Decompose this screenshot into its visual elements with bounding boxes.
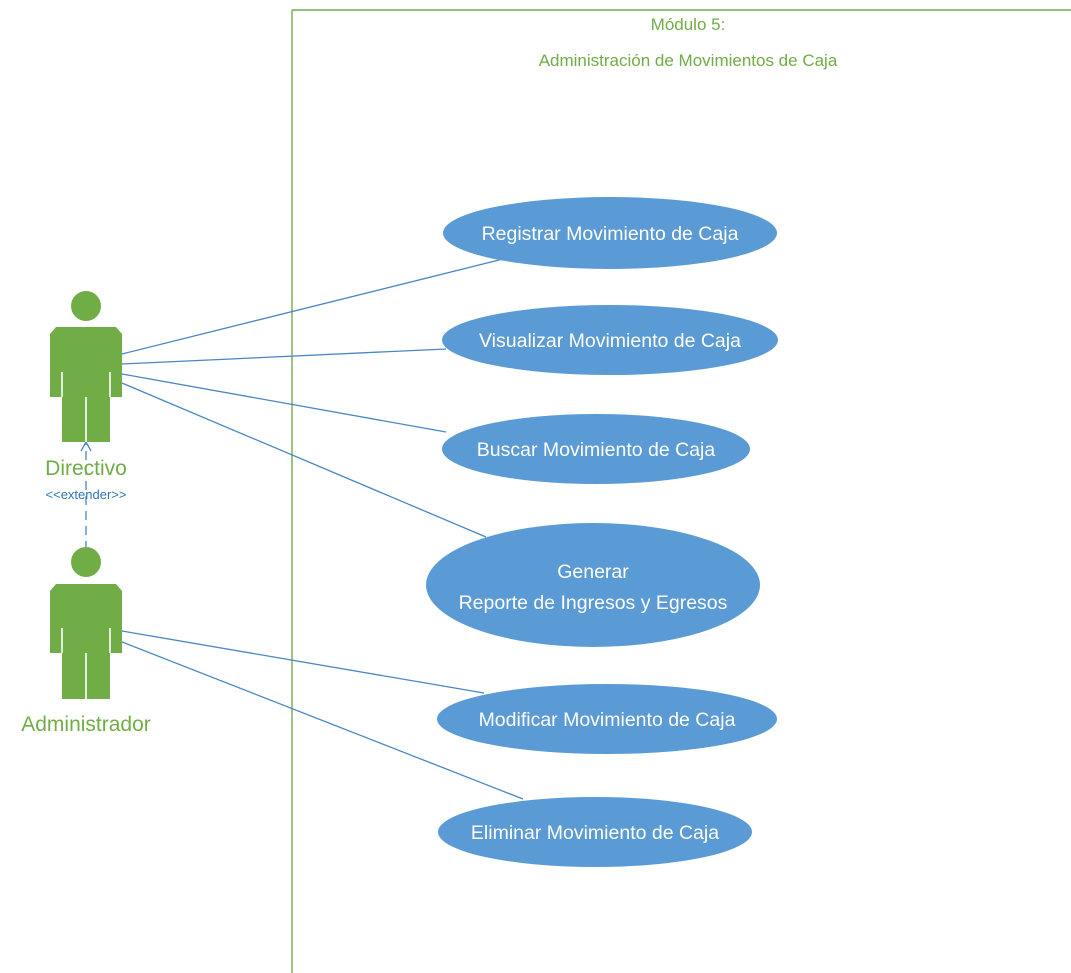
association-directivo-buscar xyxy=(121,373,447,433)
extend-arrowhead xyxy=(80,440,92,452)
actor-directivo-label: Directivo xyxy=(45,457,127,480)
actor-administrador-body xyxy=(50,584,122,699)
use-case-modificar-label: Modificar Movimiento de Caja xyxy=(479,709,736,731)
actor-directivo-body xyxy=(50,327,122,442)
association-directivo-visualizar xyxy=(121,348,447,365)
use-case-modificar[interactable]: Modificar Movimiento de Caja xyxy=(437,684,777,754)
extend-label: <<extender>> xyxy=(46,487,127,502)
actor-directivo xyxy=(50,291,122,442)
use-case-visualizar[interactable]: Visualizar Movimiento de Caja xyxy=(442,305,778,375)
system-title-line1: Módulo 5: xyxy=(651,15,726,34)
association-administrador-eliminar xyxy=(121,641,524,800)
actor-administrador xyxy=(50,547,122,699)
use-case-generar-label-line1: Generar xyxy=(557,561,629,583)
use-case-visualizar-label: Visualizar Movimiento de Caja xyxy=(479,330,741,352)
use-case-generar-reporte[interactable]: Generar Reporte de Ingresos y Egresos xyxy=(426,523,760,647)
use-case-buscar[interactable]: Buscar Movimiento de Caja xyxy=(442,414,750,484)
actor-administrador-label: Administrador xyxy=(21,713,151,736)
associations xyxy=(121,258,524,800)
use-case-registrar[interactable]: Registrar Movimiento de Caja xyxy=(443,197,777,269)
use-case-buscar-label: Buscar Movimiento de Caja xyxy=(477,439,716,461)
association-directivo-generar xyxy=(121,382,487,538)
association-directivo-registrar xyxy=(121,258,504,355)
actor-directivo-head xyxy=(71,291,101,321)
use-case-generar-label-line2: Reporte de Ingresos y Egresos xyxy=(459,592,728,614)
association-administrador-modificar xyxy=(121,630,485,694)
use-case-eliminar[interactable]: Eliminar Movimiento de Caja xyxy=(438,797,752,867)
actor-administrador-head xyxy=(71,547,101,577)
system-title-line2: Administración de Movimientos de Caja xyxy=(539,51,838,70)
use-case-eliminar-label: Eliminar Movimiento de Caja xyxy=(471,822,719,844)
system-boundary xyxy=(291,9,1071,973)
use-case-registrar-label: Registrar Movimiento de Caja xyxy=(482,223,739,245)
